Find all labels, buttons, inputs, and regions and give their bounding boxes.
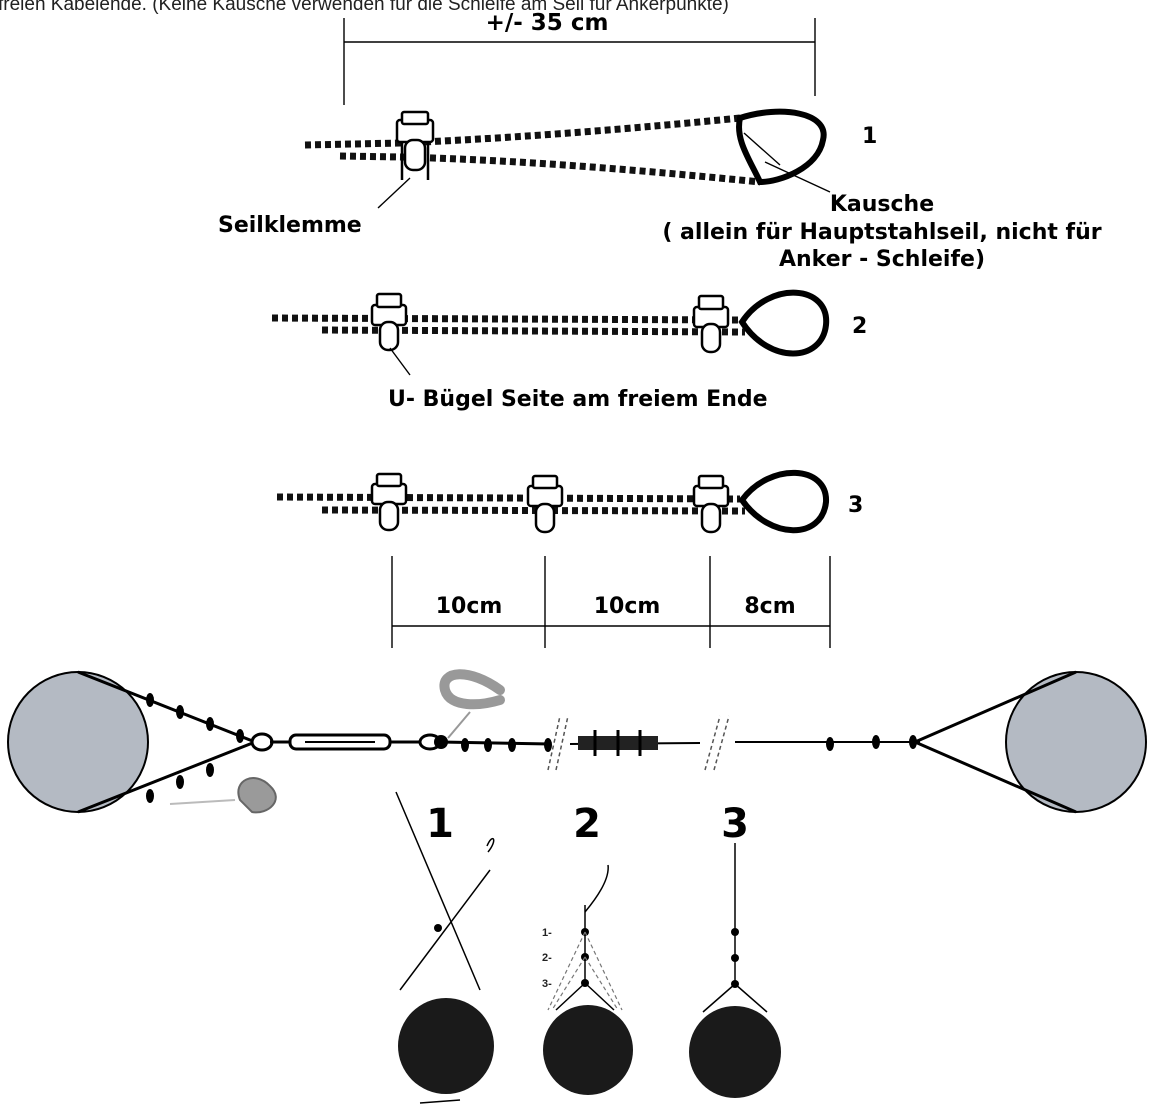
thimble-icon [738,289,830,357]
step-2-group: 2 U- Bügel Seite am freiem Ende [271,289,867,412]
method-2-mark-1: 1- [542,927,552,939]
rope-main [276,493,741,503]
step-3-group: 3 10cm 10cm 8cm [276,469,863,648]
spacing-label-3: 8cm [744,594,795,619]
step-2-number: 2 [852,314,867,339]
shackle-icon [169,732,277,814]
wire-rope-clamp-icon [526,474,564,534]
rope-main [304,114,741,149]
spacing-label-1: 10cm [436,594,503,619]
method-3-number: 3 [721,801,749,847]
spacing-label-2: 10cm [594,594,661,619]
turnbuckle-icon [270,733,442,751]
thimble-label-1: Kausche [830,192,934,217]
rope-return [339,152,761,186]
wire-rope-clamp-icon [692,474,730,534]
method-1-trunk [398,998,494,1094]
span-installation [7,669,1147,814]
ubolt-pointer [389,347,411,376]
thimble-icon [738,469,830,534]
method-1-number: 1 [426,801,454,847]
ubolt-label: U- Bügel Seite am freiem Ende [388,387,768,412]
header-caption: freien Kabelende. (Keine Kausche verwend… [0,0,729,15]
clamp-label: Seilklemme [218,213,362,238]
thimble-icon [736,108,827,186]
thimble-pointer [764,161,831,193]
method-3-diagram [689,843,781,1098]
method-2-mark-2: 2- [542,952,552,964]
cable-break-mark [547,715,730,771]
dimension-label: +/- 35 cm [486,10,609,36]
step-1-number: 1 [862,124,877,149]
method-2-diagram: 1- 2- 3- [542,864,633,1095]
wire-rope-clamp-icon [692,294,730,354]
cable-coupler-icon [578,730,658,756]
wire-rope-clamp-icon [370,292,408,352]
method-2-mark-3: 3- [542,978,552,990]
anchor-loop-clamps [146,693,244,803]
method-1-diagram [395,791,495,1104]
method-2-number: 2 [573,801,601,847]
thimble-label-2: ( allein für Hauptstahlseil, nicht für [662,220,1101,245]
method-3-trunk [689,1006,781,1098]
step-1-group: +/- 35 cm 1 Seilklemme Kausche ( allein … [218,10,1102,272]
method-2-trunk [543,1005,633,1095]
rope-main [271,314,741,324]
step-3-number: 3 [848,493,863,518]
clamp-pointer [377,177,411,209]
wire-rope-clamp-icon [370,472,408,532]
thimble-icon [439,669,505,710]
anchor-methods: 1 2 3 1- 2- 3- [395,791,781,1104]
wire-rope-clamp-icon [395,110,435,180]
main-cable-clamps [434,735,917,752]
left-tree-trunk [7,671,149,813]
thimble-label-3: Anker - Schleife) [779,247,985,272]
